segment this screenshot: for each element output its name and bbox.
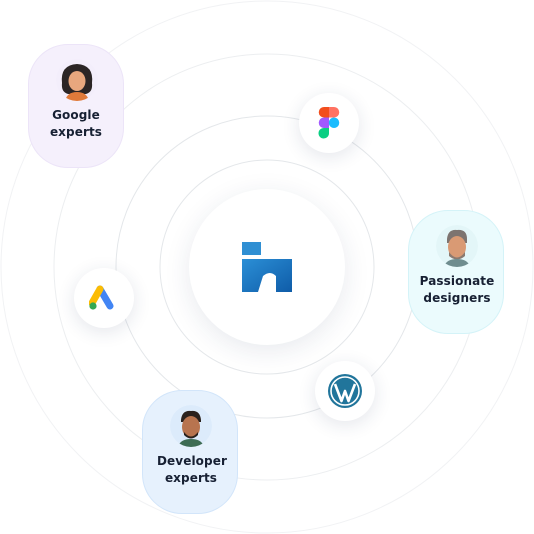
figma-icon [318,107,340,139]
avatar [56,59,98,101]
wordpress-icon [328,374,362,408]
google-ads-icon [89,285,114,310]
wordpress-bubble [315,361,375,421]
passionate-designers-label: Passionate designers [419,274,495,305]
developer-experts-label: Developer experts [157,454,227,485]
center-logo-disc [189,189,345,345]
google-experts-card: Google experts [28,44,124,168]
google-ads-bubble [74,268,134,328]
figma-bubble [299,93,359,153]
brand-logo-icon [242,242,292,292]
avatar [170,405,212,447]
google-experts-label: Google experts [49,108,103,139]
avatar [436,225,478,267]
developer-experts-card: Developer experts [142,390,238,514]
passionate-designers-card: Passionate designers [408,210,504,334]
